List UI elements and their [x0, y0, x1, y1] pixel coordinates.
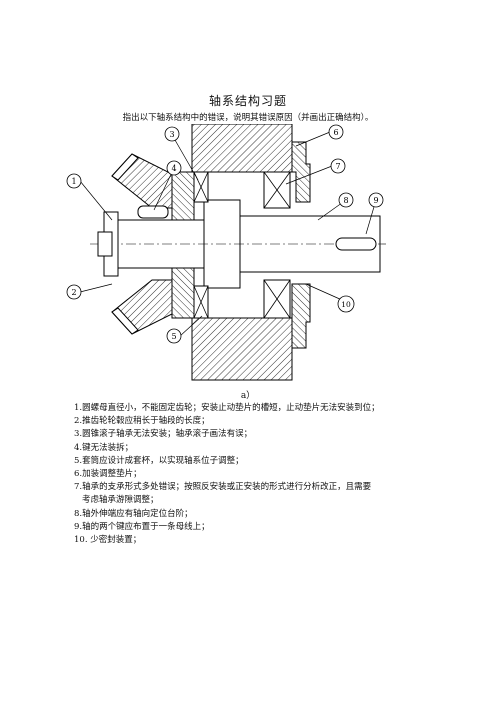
callout-8: 8	[338, 192, 354, 208]
svg-text:8: 8	[343, 196, 348, 205]
document-subtitle: 指出以下轴系结构中的错误，说明其错误原因（并画出正确结构）。	[122, 113, 374, 123]
svg-text:2: 2	[71, 288, 76, 297]
note-item-7: 7.轴承的支承形式多处错误；按照反安装或正安装的形式进行分析改正，且需要	[74, 482, 372, 493]
end-cap-bottom	[291, 283, 311, 349]
gear-teeth-top	[111, 153, 139, 181]
callout-6: 6	[328, 124, 344, 140]
note-item-6: 6.加装调整垫片；	[74, 469, 142, 480]
callout-5: 5	[166, 328, 182, 344]
callout-7: 7	[330, 158, 346, 174]
svg-text:1: 1	[71, 177, 76, 186]
sleeve-top	[171, 171, 195, 221]
callout-4: 4	[166, 160, 182, 176]
note-item-1: 1.圆螺母直径小，不能固定齿轮；安装止动垫片的槽短，止动垫片无法安装到位；	[74, 403, 380, 413]
note-item-4: 4.键无法装拆；	[74, 442, 134, 453]
key-right	[335, 237, 377, 251]
note-item-10: 10. 少密封装置；	[74, 535, 142, 546]
svg-text:5: 5	[171, 332, 176, 341]
svg-text:10: 10	[341, 300, 351, 309]
callout-1: 1	[66, 173, 82, 189]
bevel-gear-bottom	[111, 279, 173, 335]
shaft-assembly-drawing: 1 2 3 4 5 6 7 8 9 10	[66, 124, 386, 381]
svg-text:4: 4	[171, 164, 176, 173]
callout-10: 10	[337, 295, 355, 313]
note-item-9: 9.轴的两个键应布置于一条母线上；	[74, 521, 210, 532]
note-item-3: 3.圆锥滚子轴承无法安装；轴承滚子画法有误；	[74, 429, 253, 440]
note-item-7-continued: 考虑轴承游隙调整；	[82, 495, 159, 506]
note-item-8: 8.轴外伸端应有轴向定位台阶；	[74, 508, 193, 519]
document-title: 轴系结构习题	[208, 94, 287, 108]
note-item-5: 5.套筒应设计成套杯，以实现轴系位子调整；	[74, 455, 244, 466]
callout-2: 2	[66, 284, 82, 300]
svg-text:9: 9	[373, 196, 378, 205]
housing-bottom	[191, 317, 293, 381]
svg-text:3: 3	[169, 130, 174, 139]
note-item-2: 2.推齿轮轮毂应稍长于轴段的长度；	[74, 416, 210, 427]
svg-text:6: 6	[333, 128, 338, 137]
callout-3: 3	[164, 126, 180, 142]
sleeve-bottom	[171, 267, 195, 319]
key-left	[137, 205, 169, 219]
svg-text:7: 7	[335, 162, 340, 171]
gear-teeth-bottom	[111, 307, 139, 335]
callout-9: 9	[368, 192, 384, 208]
error-notes-list: 1.圆螺母直径小，不能固定齿轮；安装止动垫片的槽短，止动垫片无法安装到位； 2.…	[74, 402, 434, 547]
bevel-gear-top	[111, 153, 173, 209]
housing-top	[191, 124, 293, 173]
figure-caption: a）	[240, 391, 256, 401]
end-cap-top	[291, 141, 311, 203]
